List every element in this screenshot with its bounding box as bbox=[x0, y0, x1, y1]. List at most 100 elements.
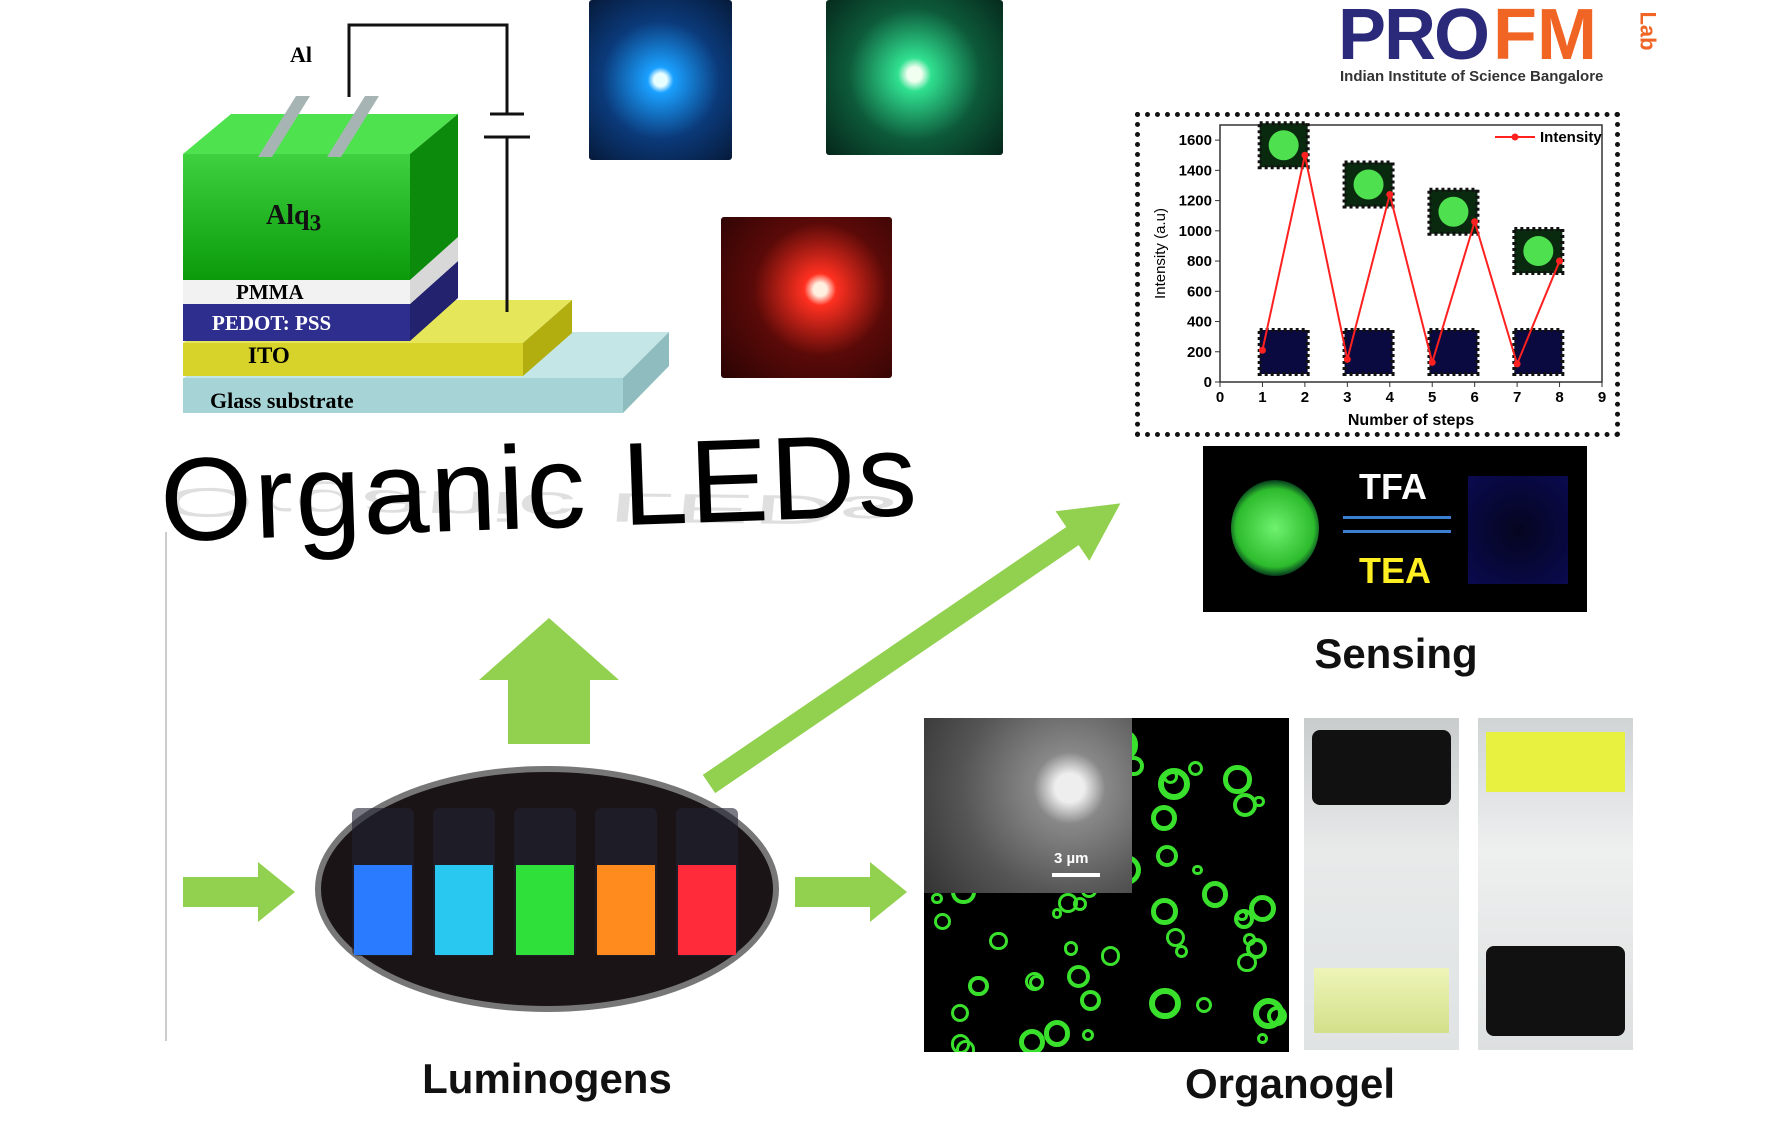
oled-photo-red bbox=[721, 217, 892, 378]
microsphere bbox=[950, 1034, 971, 1052]
intensity-series-line bbox=[1261, 155, 1561, 367]
sensing-label: Sensing bbox=[1314, 630, 1478, 677]
microsphere bbox=[1233, 908, 1254, 929]
x-tick-label: 3 bbox=[1343, 389, 1351, 406]
data-point bbox=[1471, 218, 1479, 226]
wire bbox=[347, 23, 509, 114]
y-tick-label: 800 bbox=[1187, 253, 1212, 270]
scale-bar-label: 3 µm bbox=[1054, 850, 1089, 867]
microsphere bbox=[1232, 792, 1258, 818]
pedot-front bbox=[183, 304, 410, 341]
microsphere bbox=[1100, 946, 1120, 966]
vial-sol bbox=[1304, 718, 1459, 1050]
microsphere bbox=[934, 913, 952, 930]
microsphere bbox=[1248, 895, 1277, 923]
data-point bbox=[1428, 358, 1436, 366]
microsphere bbox=[968, 975, 989, 997]
data-point bbox=[1343, 355, 1351, 363]
microsphere bbox=[951, 1004, 970, 1023]
vial-liquid bbox=[678, 865, 736, 955]
x-tick-label: 1 bbox=[1258, 389, 1266, 406]
film-glow bbox=[1523, 236, 1554, 267]
x-tick-label: 8 bbox=[1555, 389, 1563, 406]
tfa-label: TFA bbox=[1359, 466, 1427, 507]
y-tick-label: 1000 bbox=[1179, 223, 1212, 240]
alq3-text: Alq bbox=[266, 200, 310, 231]
microsphere bbox=[1257, 1033, 1269, 1045]
sem-inset: 3 µm bbox=[924, 718, 1132, 893]
y-tick-label: 1600 bbox=[1179, 132, 1212, 149]
microsphere bbox=[1175, 944, 1189, 959]
microsphere bbox=[1267, 1005, 1288, 1026]
oled-photo-blue bbox=[589, 0, 732, 160]
microsphere bbox=[1029, 974, 1045, 990]
microsphere bbox=[1079, 990, 1101, 1012]
tea-label: TEA bbox=[1359, 550, 1431, 591]
label-al: Al bbox=[290, 42, 312, 67]
arrow-right-organogel bbox=[795, 862, 907, 922]
microsphere bbox=[1237, 952, 1258, 973]
data-point bbox=[1513, 360, 1521, 368]
arrow-right-in bbox=[183, 862, 295, 922]
vial-liquid bbox=[516, 865, 574, 955]
microsphere bbox=[1245, 938, 1267, 960]
sensing-panel: TFA TEA bbox=[1203, 446, 1587, 612]
organogel-label: Organogel bbox=[1184, 1060, 1396, 1107]
x-tick-label: 5 bbox=[1428, 389, 1436, 406]
al-electrode bbox=[327, 96, 379, 157]
x-tick-label: 9 bbox=[1598, 389, 1606, 406]
x-tick-label: 0 bbox=[1216, 389, 1224, 406]
microsphere bbox=[1157, 768, 1190, 800]
intensity-chart-frame bbox=[1135, 112, 1620, 437]
legend-marker bbox=[1511, 133, 1519, 141]
microsphere bbox=[1057, 893, 1078, 914]
label-pmma: PMMA bbox=[236, 280, 304, 304]
microsphere bbox=[1192, 864, 1203, 875]
microsphere bbox=[1149, 987, 1182, 1020]
label-pedot: PEDOT: PSS bbox=[212, 311, 332, 335]
y-tick-label: 0 bbox=[1204, 374, 1212, 391]
vial-liquid bbox=[354, 865, 412, 955]
plot-area bbox=[1219, 124, 1603, 383]
microsphere bbox=[931, 892, 944, 905]
scale-bar bbox=[1052, 873, 1100, 877]
microsphere bbox=[1081, 1028, 1095, 1042]
film-glow bbox=[1353, 169, 1384, 200]
microsphere bbox=[1201, 881, 1229, 908]
y-tick-label: 1400 bbox=[1179, 162, 1212, 179]
microsphere bbox=[1151, 898, 1178, 925]
microsphere bbox=[1066, 964, 1090, 988]
arrow-forward bbox=[1343, 516, 1451, 519]
label-glass: Glass substrate bbox=[210, 388, 354, 413]
data-point bbox=[1258, 346, 1266, 354]
film-glow bbox=[1438, 196, 1469, 227]
y-tick-label: 200 bbox=[1187, 344, 1212, 361]
microsphere bbox=[1196, 996, 1213, 1013]
profm-logo: PRO FM Lab Indian Institute of Science B… bbox=[1338, 0, 1678, 90]
ito-front bbox=[183, 343, 523, 376]
label-ito: ITO bbox=[248, 343, 290, 368]
x-tick-label: 2 bbox=[1301, 389, 1309, 406]
arrow-up bbox=[479, 618, 619, 744]
arrow-reverse bbox=[1343, 530, 1451, 533]
data-point bbox=[1301, 151, 1309, 159]
logo-fm: FM bbox=[1493, 0, 1597, 75]
alq3-front bbox=[183, 154, 410, 280]
glass-front bbox=[183, 378, 623, 413]
film-glow bbox=[1268, 130, 1299, 161]
microsphere bbox=[1043, 1020, 1071, 1047]
microsphere bbox=[1150, 805, 1177, 831]
legend-label: Intensity bbox=[1540, 129, 1602, 146]
data-point bbox=[1556, 257, 1564, 265]
pmma-front bbox=[183, 280, 410, 304]
microsphere bbox=[1155, 845, 1178, 868]
vial-liquid bbox=[435, 865, 493, 955]
label-alq3: Alq3 bbox=[266, 200, 321, 238]
data-point bbox=[1386, 191, 1394, 199]
confocal-image: 3 µm bbox=[924, 718, 1289, 1052]
x-tick-label: 7 bbox=[1513, 389, 1521, 406]
x-tick-label: 4 bbox=[1386, 389, 1395, 406]
y-axis-label: Intensity (a.u) bbox=[1152, 208, 1169, 299]
alq3-subscript: 3 bbox=[309, 210, 322, 237]
